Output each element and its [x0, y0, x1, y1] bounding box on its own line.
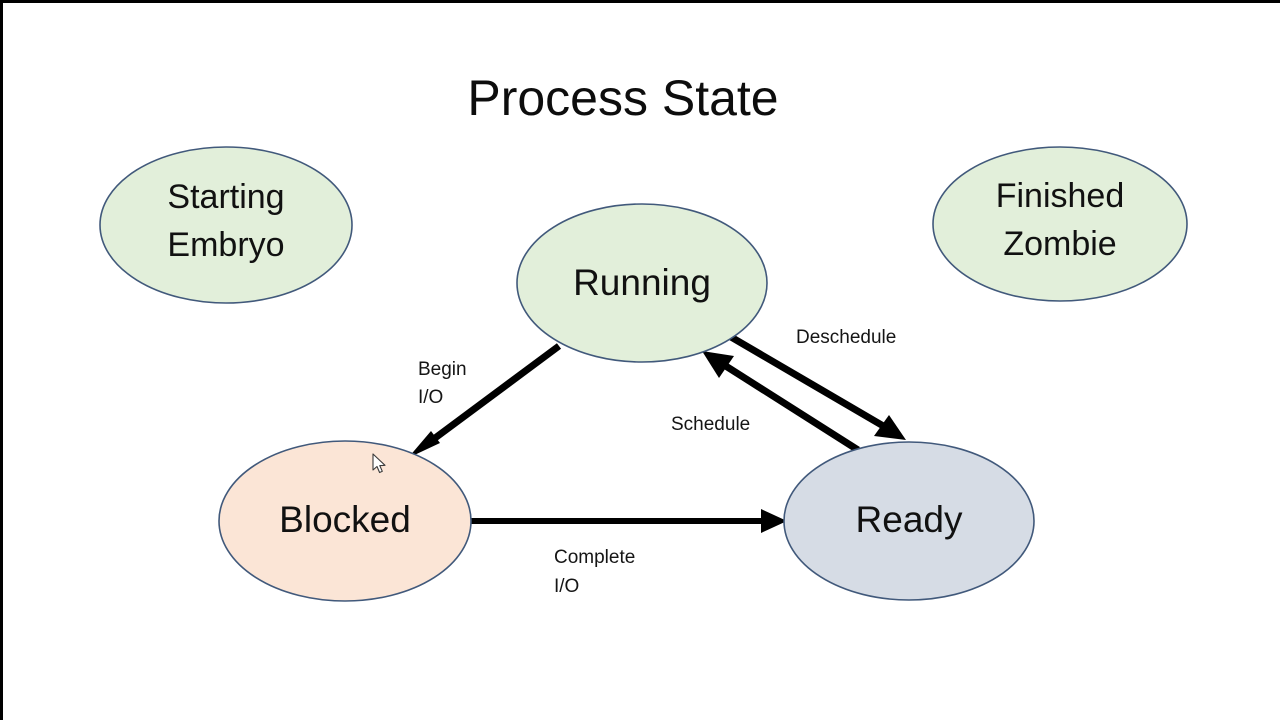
process-state-diagram: Process State Begin I/O Schedule Desched…: [99, 70, 1188, 602]
edge-complete-io-arrowhead: [761, 509, 787, 533]
node-ready-label: Ready: [856, 499, 963, 540]
edge-complete-io-label-line2: I/O: [554, 576, 579, 597]
edge-begin-io: Begin I/O: [408, 343, 562, 458]
edge-deschedule-label: Deschedule: [796, 327, 896, 348]
edge-begin-io-arrowhead: [408, 431, 440, 458]
edge-complete-io-label-line1: Complete: [554, 547, 635, 568]
node-running-label: Running: [573, 262, 711, 303]
edge-begin-io-label-line2: I/O: [418, 387, 443, 408]
node-blocked-shape[interactable]: [218, 440, 472, 602]
node-ready[interactable]: Ready: [783, 441, 1035, 601]
node-starting-embryo[interactable]: Starting Embryo: [99, 146, 353, 304]
edge-schedule: Schedule: [671, 351, 860, 453]
edge-schedule-label: Schedule: [671, 414, 750, 435]
node-running-shape[interactable]: [516, 203, 768, 363]
edge-complete-io: Complete I/O: [471, 509, 787, 597]
node-blocked[interactable]: Blocked: [218, 440, 472, 602]
node-finished-zombie-shape[interactable]: [932, 146, 1188, 302]
edge-deschedule-line: [729, 333, 887, 431]
edge-schedule-arrowhead: [702, 351, 734, 378]
page-title: Process State: [467, 70, 778, 126]
node-starting-embryo-shape[interactable]: [99, 146, 353, 304]
node-ready-shape[interactable]: [783, 441, 1035, 601]
edge-begin-io-label-line1: Begin: [418, 359, 467, 380]
node-starting-embryo-label-line2: Embryo: [167, 226, 284, 264]
node-blocked-label: Blocked: [279, 499, 411, 540]
edge-schedule-line: [719, 360, 860, 453]
edge-begin-io-line: [424, 343, 562, 447]
edge-deschedule-arrowhead: [874, 415, 906, 440]
edge-deschedule: Deschedule: [729, 327, 906, 440]
node-finished-zombie-label-line1: Finished: [996, 177, 1125, 215]
node-starting-embryo-label-line1: Starting: [167, 178, 284, 216]
node-finished-zombie[interactable]: Finished Zombie: [932, 146, 1188, 302]
node-running[interactable]: Running: [516, 203, 768, 363]
node-finished-zombie-label-line2: Zombie: [1003, 225, 1116, 263]
